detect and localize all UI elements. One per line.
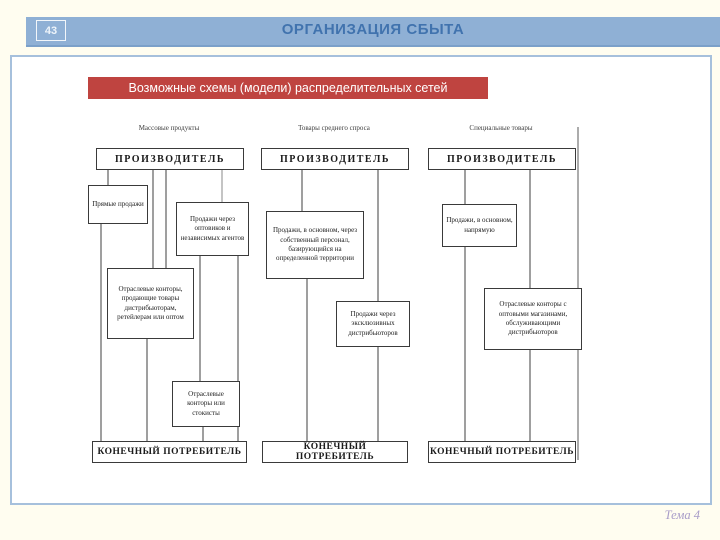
producer-box: ПРОИЗВОДИТЕЛЬ bbox=[261, 148, 409, 170]
node-exclusive-distributors: Продажи через эксклюзивных дистрибьюторо… bbox=[336, 301, 410, 347]
consumer-box: КОНЕЧНЫЙ ПОТРЕБИТЕЛЬ bbox=[428, 441, 576, 463]
node-industry-offices-stockists: Отраслевые конторы или стокисты bbox=[172, 381, 240, 427]
footer-theme-label: Тема 4 bbox=[664, 508, 700, 522]
page-title: ОРГАНИЗАЦИЯ СБЫТА bbox=[281, 21, 465, 38]
node-direct-mostly: Продажи, в основном, напрямую bbox=[442, 204, 517, 247]
node-industry-offices-distributors: Отраслевые конторы, продающие товары дис… bbox=[107, 268, 194, 339]
consumer-box: КОНЕЧНЫЙ ПОТРЕБИТЕЛЬ bbox=[92, 441, 247, 463]
column-header-mass-products: Массовые продукты bbox=[138, 124, 200, 132]
column-header-medium-demand: Товары среднего спроса bbox=[298, 124, 370, 132]
producer-box: ПРОИЗВОДИТЕЛЬ bbox=[96, 148, 244, 170]
producer-box: ПРОИЗВОДИТЕЛЬ bbox=[428, 148, 576, 170]
node-offices-wholesale-shops: Отраслевые конторы с оптовыми магазинами… bbox=[484, 288, 582, 350]
node-own-sales-staff: Продажи, в основном, через собственный п… bbox=[266, 211, 364, 279]
consumer-box: КОНЕЧНЫЙ ПОТРЕБИТЕЛЬ bbox=[262, 441, 408, 463]
subtitle-banner: Возможные схемы (модели) распределительн… bbox=[88, 77, 488, 99]
node-wholesalers-agents: Продажи через оптовиков и независимых аг… bbox=[176, 202, 249, 256]
column-header-special-goods: Специальные товары bbox=[469, 124, 533, 132]
slide-number-badge: 43 bbox=[36, 20, 66, 41]
header-bar: 43 ОРГАНИЗАЦИЯ СБЫТА bbox=[26, 17, 720, 47]
node-direct-sales: Прямые продажи bbox=[88, 185, 148, 224]
